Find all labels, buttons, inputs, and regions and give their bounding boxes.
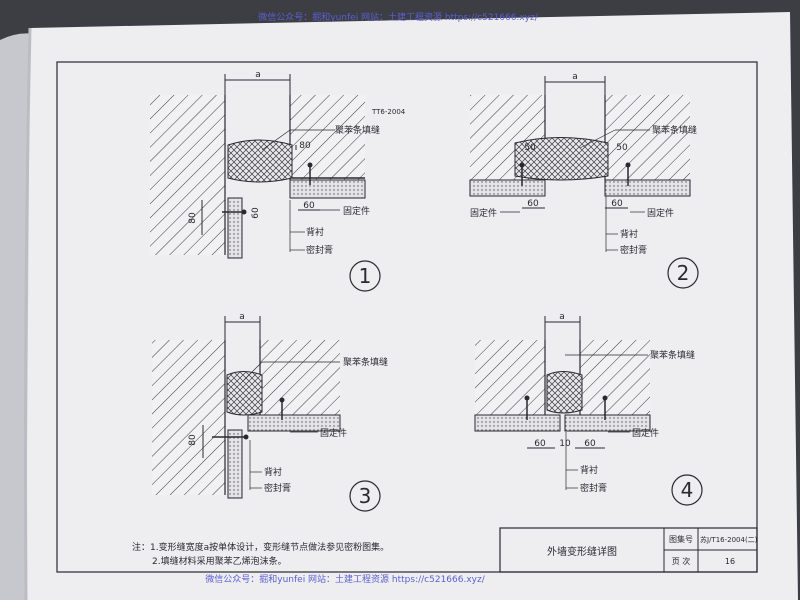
detail-1: a 80 80 60 60 聚苯条填缝 TT6-2004 固定件 背衬 密封膏 bbox=[150, 70, 406, 292]
dim-top: 80 bbox=[299, 141, 311, 151]
label-filler: 聚苯条填缝 bbox=[335, 124, 380, 136]
drawing-frame bbox=[56, 61, 758, 573]
watermark-top: 微信公众号：掘和yunfei 网站：土建工程资源 https://c521666… bbox=[258, 11, 538, 23]
dim-left: 80 bbox=[188, 212, 198, 224]
dim-a: a bbox=[239, 312, 245, 322]
note-line-2: 2.填缝材料采用聚苯乙烯泡沫条。 bbox=[152, 555, 287, 567]
label-fixer-left: 固定件 bbox=[470, 207, 497, 219]
label-backer: 背衬 bbox=[620, 228, 638, 240]
label-backer: 背衬 bbox=[264, 466, 282, 478]
filler-foam bbox=[514, 137, 609, 181]
dim-left: 50 bbox=[524, 143, 536, 153]
label-filler: 聚苯条填缝 bbox=[652, 124, 697, 136]
note-line-1: 注：1.变形缝宽度a按单体设计，变形缝节点做法参见密粉图集。 bbox=[132, 541, 389, 553]
drawing-title: 外墙变形缝详图 bbox=[547, 545, 617, 558]
label-sealant: 密封膏 bbox=[306, 244, 333, 256]
dim-small: 60 bbox=[251, 207, 261, 219]
wall-right bbox=[605, 95, 690, 180]
filler-foam bbox=[226, 371, 263, 416]
label-backer: 背衬 bbox=[306, 226, 324, 238]
dim-bottom-left: 60 bbox=[527, 199, 539, 209]
dim-bottom-right: 60 bbox=[611, 199, 623, 209]
detail-number: 1 bbox=[359, 264, 372, 288]
wall-right bbox=[260, 340, 340, 415]
dim-left: 60 bbox=[534, 439, 546, 449]
title-block: 外墙变形缝详图 图集号 苏J/T16-2004(二) 页 次 16 bbox=[499, 527, 758, 573]
detail-number: 2 bbox=[677, 261, 690, 285]
dim-right: 50 bbox=[616, 143, 628, 153]
wall-right bbox=[580, 340, 650, 415]
dim-right: 60 bbox=[584, 439, 596, 449]
page-value: 16 bbox=[725, 557, 735, 566]
detail-3: a 80 聚苯条填缝 固定件 背衬 密封膏 3 bbox=[152, 312, 388, 512]
wall-left bbox=[152, 340, 225, 495]
wall-left bbox=[150, 95, 225, 255]
dim-a: a bbox=[572, 72, 578, 82]
label-fixer: 固定件 bbox=[320, 427, 347, 439]
atlas-label: 图集号 bbox=[669, 534, 693, 544]
wall-left bbox=[475, 340, 545, 415]
label-filler: 聚苯条填缝 bbox=[650, 349, 695, 361]
label-fixer: 固定件 bbox=[343, 205, 370, 217]
label-backer: 背衬 bbox=[580, 464, 598, 476]
callout-text: TT6-2004 bbox=[371, 108, 406, 116]
label-filler: 聚苯条填缝 bbox=[343, 356, 388, 368]
detail-number: 4 bbox=[681, 478, 694, 502]
watermark-bottom: 微信公众号：掘和yunfei 网站：土建工程资源 https://c521666… bbox=[205, 573, 485, 585]
wall-right bbox=[290, 95, 365, 180]
detail-number: 3 bbox=[359, 484, 372, 508]
label-sealant: 密封膏 bbox=[580, 482, 607, 494]
dim-bottom: 60 bbox=[303, 201, 315, 211]
dim-left: 80 bbox=[188, 434, 198, 446]
label-sealant: 密封膏 bbox=[264, 482, 291, 494]
label-sealant: 密封膏 bbox=[620, 244, 647, 256]
label-fixer-right: 固定件 bbox=[647, 207, 674, 219]
detail-4: a 60 60 10 聚苯条填缝 固定件 背衬 密封膏 4 bbox=[474, 312, 703, 506]
notes: 注：1.变形缝宽度a按单体设计，变形缝节点做法参见密粉图集。 2.填缝材料采用聚… bbox=[132, 541, 389, 567]
dim-a: a bbox=[559, 312, 565, 322]
detail-2: a 50 50 60 60 聚苯条填缝 固定件 固定件 背衬 密封膏 2 bbox=[469, 72, 699, 289]
dim-gap: 10 bbox=[559, 439, 571, 449]
filler-foam bbox=[227, 139, 293, 183]
filler-foam bbox=[546, 371, 583, 414]
atlas-value: 苏J/T16-2004(二) bbox=[700, 535, 758, 544]
dim-a: a bbox=[255, 70, 261, 80]
label-fixer: 固定件 bbox=[632, 427, 659, 439]
page-label: 页 次 bbox=[672, 556, 691, 566]
